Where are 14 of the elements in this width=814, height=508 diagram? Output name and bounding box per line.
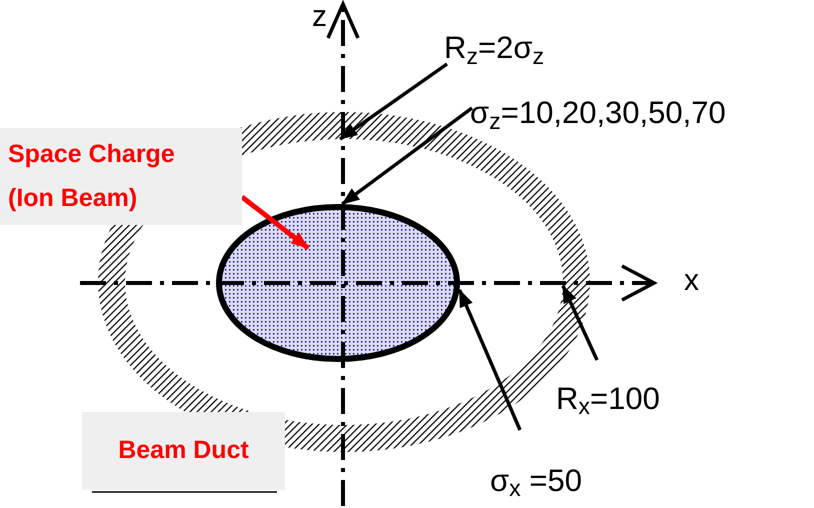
- callout-label: Space Charge (Ion Beam): [0, 128, 242, 225]
- callout-label: Beam Duct: [82, 412, 285, 490]
- leader-arrow: [240, 195, 310, 250]
- dimension-label: σ$_{z}$=10,20,30,50,70: [470, 92, 814, 134]
- leader-arrow: [458, 288, 522, 431]
- leader-arrow: [561, 284, 599, 361]
- leader-arrow: [339, 62, 448, 140]
- dimension-label: R$_{z}$=2σ$_{z}$: [444, 28, 614, 68]
- axis-label: z: [312, 2, 327, 32]
- leader-arrow: [341, 106, 474, 206]
- ion-beam-ellipse: [216, 204, 460, 362]
- axis-label: x: [684, 266, 699, 296]
- dimension-label: σ$_{x}$ =50: [490, 430, 640, 504]
- dimension-label: R$_{x}$=100: [556, 360, 716, 422]
